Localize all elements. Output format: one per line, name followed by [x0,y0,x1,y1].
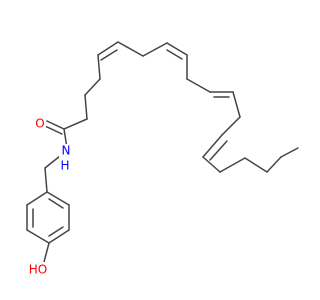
nitrogen-label: N [62,144,71,158]
molecule-structure: O N H HO [26,41,299,278]
amide-hydrogen-label: H [60,159,69,173]
phenol-ring [26,167,70,263]
atom-labels: O N H HO [27,116,73,278]
acyl-chain [63,41,299,173]
oxygen-label: O [35,117,44,131]
structure-canvas: O N H HO [26,41,299,278]
hydroxyl-label: HO [29,263,47,277]
